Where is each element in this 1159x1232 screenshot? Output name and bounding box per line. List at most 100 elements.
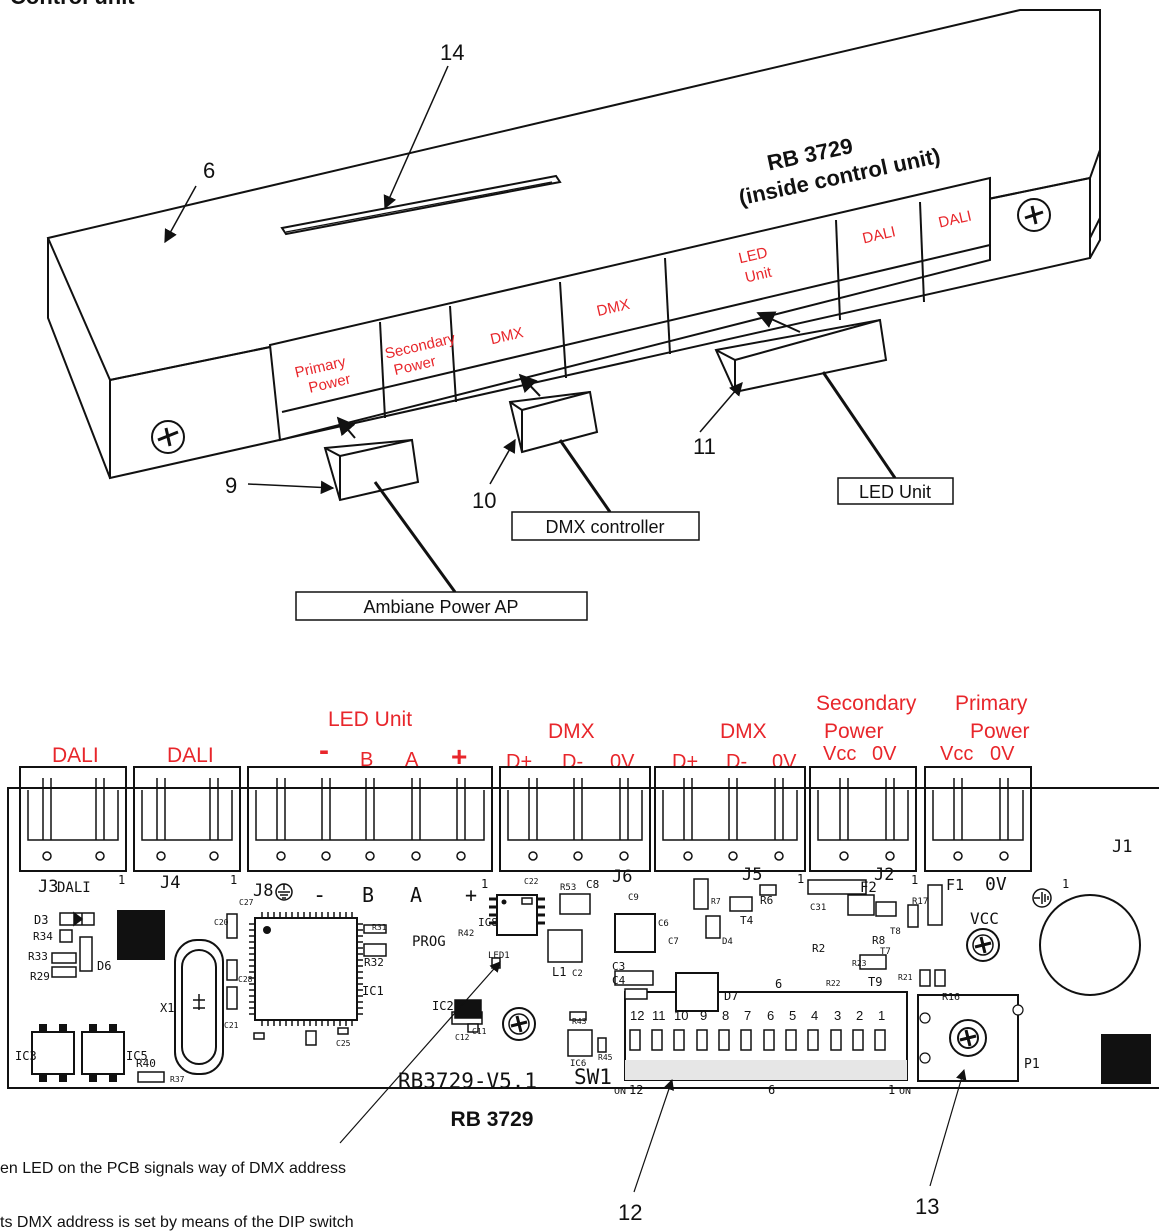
callout-11: 11 xyxy=(693,434,716,459)
silk-r40: R40 xyxy=(136,1057,156,1070)
silk-1-dip: 1 xyxy=(888,1083,895,1097)
silk-1f: 1 xyxy=(1062,877,1069,891)
pin-dplus-1: D+ xyxy=(506,751,532,773)
silk-c25: C25 xyxy=(336,1039,351,1048)
silk-j5: J5 xyxy=(742,865,762,885)
silk-ic3: IC3 xyxy=(15,1049,37,1063)
silk-c20: C20 xyxy=(214,918,229,927)
silk-j1: J1 xyxy=(1112,837,1132,857)
pin-0v-secondary: 0V xyxy=(872,743,897,765)
silk-c27: C27 xyxy=(239,898,254,907)
silk-r33: R33 xyxy=(28,950,48,963)
plug-11 xyxy=(714,318,888,394)
pin-0v-2: 0V xyxy=(772,751,797,773)
silk-t8: T8 xyxy=(890,927,901,937)
dip-number-11: 11 xyxy=(652,1008,666,1023)
silk-b: B xyxy=(362,883,374,907)
silk-r29: R29 xyxy=(30,970,50,983)
dmx-controller-label: DMX controller xyxy=(545,517,664,537)
j1-component xyxy=(1039,894,1141,996)
silk-x1: X1 xyxy=(160,1001,174,1015)
pcb-label-secondary: Secondary xyxy=(816,692,917,715)
silk-r37: R37 xyxy=(170,1075,185,1084)
pin-minus: - xyxy=(319,734,329,767)
potentiometer-p1 xyxy=(917,994,1024,1082)
silk-ic8: IC8 xyxy=(478,916,498,929)
port-label-led: LED xyxy=(737,244,769,267)
pcb-label-dmx-2: DMX xyxy=(720,720,767,743)
silk-r2: R2 xyxy=(812,942,825,955)
pin-dminus-2: D- xyxy=(726,751,747,773)
pin-dplus-2: D+ xyxy=(672,751,698,773)
note-line-2: ts DMX address is set by means of the DI… xyxy=(0,1214,354,1231)
silk-c31: C31 xyxy=(810,903,826,913)
silk-1b: 1 xyxy=(230,873,237,887)
silk-c3: C3 xyxy=(612,960,625,973)
silk-d4: D4 xyxy=(722,937,733,947)
dmx-controller-box xyxy=(511,511,700,541)
ic3-chip xyxy=(31,1024,75,1082)
ambiane-label: Ambiane Power AP xyxy=(363,597,518,617)
silk-r21: R21 xyxy=(898,973,913,982)
silk-on-left: ON xyxy=(614,1086,626,1097)
callout-9: 9 xyxy=(225,473,237,498)
pcb-label-primary: Primary xyxy=(955,692,1028,715)
silk-1d: 1 xyxy=(797,872,804,886)
silk-minus: - xyxy=(313,883,326,908)
silk-r8: R8 xyxy=(872,934,885,947)
silk-r31: R31 xyxy=(372,923,387,932)
screw-icon-right xyxy=(1017,198,1051,232)
silk-r7: R7 xyxy=(711,897,721,906)
plug-10 xyxy=(508,390,599,454)
silk-r22: R22 xyxy=(826,979,841,988)
pcb-label-dali-2: DALI xyxy=(167,744,214,767)
silk-d3: D3 xyxy=(34,913,48,927)
callout-12: 12 xyxy=(618,1200,642,1225)
silk-l1: L1 xyxy=(552,965,566,979)
silk-0v: 0V xyxy=(985,874,1007,895)
callout-6: 6 xyxy=(203,158,215,183)
silk-r34: R34 xyxy=(33,930,53,943)
silk-6-top: 6 xyxy=(775,977,782,991)
pcb-label-dmx-1: DMX xyxy=(548,720,595,743)
silk-on-right: ON xyxy=(899,1086,911,1097)
callout-13: 13 xyxy=(915,1194,939,1219)
dip-number-2: 2 xyxy=(856,1008,863,1023)
silk-t7: T7 xyxy=(880,947,891,957)
terminal-blocks xyxy=(19,766,1032,872)
silk-r42: R42 xyxy=(458,929,474,939)
dip-number-3: 3 xyxy=(834,1008,841,1023)
silk-c7: C7 xyxy=(668,937,679,947)
silk-r45: R45 xyxy=(598,1053,613,1062)
dip-number-1: 1 xyxy=(878,1008,885,1023)
black-square-right xyxy=(1101,1034,1151,1084)
ground-icon-j1 xyxy=(1032,888,1052,908)
silk-r17: R17 xyxy=(912,897,928,907)
pin-b: B xyxy=(360,749,373,771)
pcb-label-primary-power: Power xyxy=(970,720,1030,743)
small-components xyxy=(51,878,946,1083)
ambiane-label-box xyxy=(295,591,588,621)
screw-icon-left xyxy=(151,420,185,454)
pin-plus: + xyxy=(451,741,467,772)
ground-icon-j8 xyxy=(275,883,293,901)
silk-j8: J8 xyxy=(253,881,273,901)
silk-c21: C21 xyxy=(224,1021,239,1030)
silk-j4: J4 xyxy=(160,873,180,893)
crystal-x1 xyxy=(174,939,224,1075)
silk-ic2: IC2 xyxy=(432,999,454,1013)
silk-d7: D7 xyxy=(724,989,738,1003)
dip-number-4: 4 xyxy=(811,1008,818,1023)
screw-icon-pcb-2 xyxy=(966,928,1000,962)
silk-6-dip: 6 xyxy=(768,1083,775,1097)
dip-number-7: 7 xyxy=(744,1008,751,1023)
silk-12: 12 xyxy=(629,1083,643,1097)
pin-a: A xyxy=(405,749,419,771)
pin-0v-primary: 0V xyxy=(990,743,1015,765)
silk-f2: F2 xyxy=(860,880,877,896)
ic8-chip xyxy=(489,894,545,936)
plug-9 xyxy=(323,438,420,502)
dip-number-5: 5 xyxy=(789,1008,796,1023)
pin-vcc-secondary: Vcc xyxy=(823,743,856,765)
